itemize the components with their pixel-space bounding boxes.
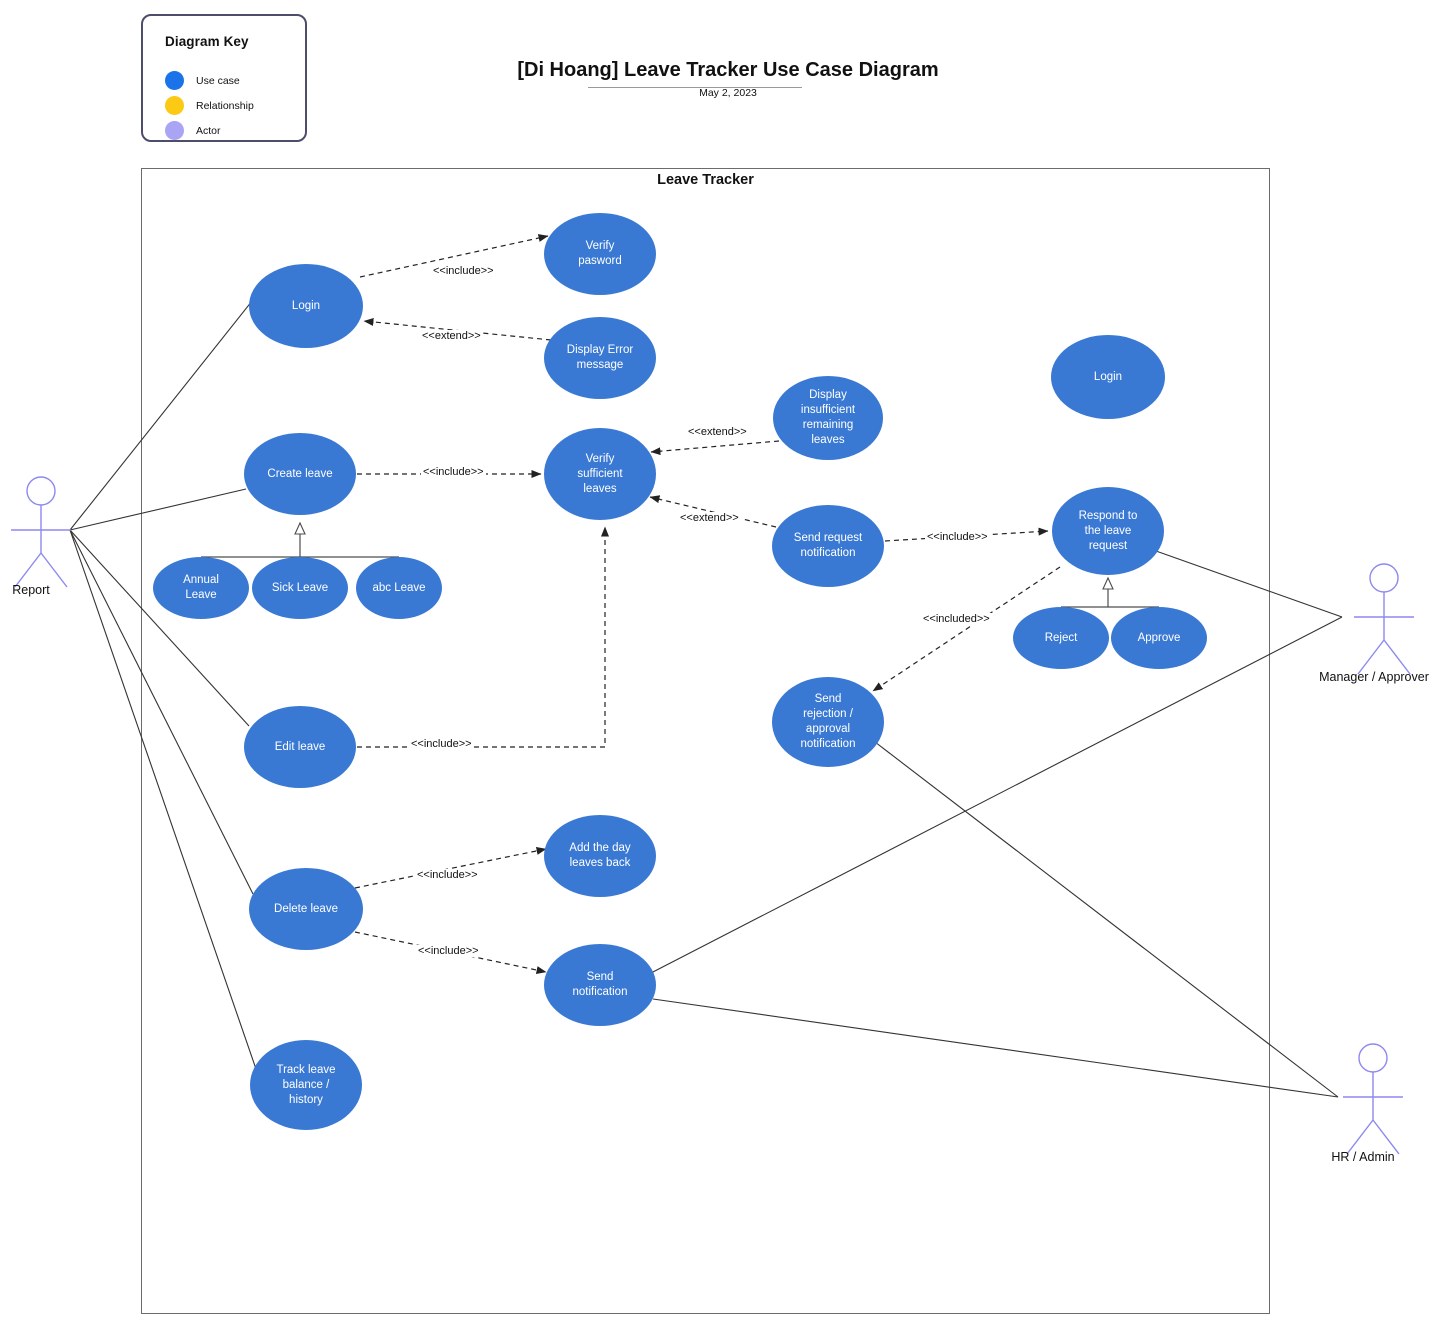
actor-stick-figure-icon	[11, 476, 71, 588]
legend-label-relationship: Relationship	[196, 99, 254, 112]
stereotype-delete-send-notification: <<include>>	[416, 945, 481, 957]
actor-hr-admin[interactable]: HR / Admin	[1331, 1042, 1413, 1164]
use-case-label: Display insufficient remaining leaves	[800, 389, 856, 446]
actor-report[interactable]: Report	[1, 475, 81, 597]
use-case-reject[interactable]: Reject	[1013, 607, 1109, 669]
actor-stick-figure-icon	[1354, 563, 1414, 675]
diagram-key-legend: Diagram Key Use case Relationship Actor	[141, 14, 307, 142]
stereotype-login-verify-password: <<include>>	[431, 265, 496, 277]
use-case-label: Sick Leave	[271, 581, 329, 594]
stereotype-send-request-extend: <<extend>>	[678, 512, 741, 524]
use-case-abc-leave[interactable]: abc Leave	[356, 557, 442, 619]
use-case-label: abc Leave	[372, 581, 426, 594]
use-case-label: Create leave	[267, 467, 333, 480]
system-boundary-label: Leave Tracker	[657, 172, 754, 188]
actor-label: Manager / Approver	[1319, 670, 1429, 684]
stereotype-send-rejection-included: <<included>>	[921, 613, 992, 625]
stereotype-display-insufficient-extend: <<extend>>	[686, 426, 749, 438]
use-case-send-notification[interactable]: Send notification	[544, 944, 656, 1026]
legend-label-use-case: Use case	[196, 74, 240, 87]
use-case-label: Delete leave	[274, 902, 338, 915]
use-case-send-request-notification[interactable]: Send request notification	[772, 505, 884, 587]
legend-item-actor: Actor	[165, 121, 221, 140]
use-case-label: Verify sufficient leaves	[577, 452, 623, 495]
use-case-approve[interactable]: Approve	[1111, 607, 1207, 669]
actor-label: HR / Admin	[1331, 1150, 1395, 1164]
use-case-label: Edit leave	[274, 740, 326, 753]
use-case-edit-leave[interactable]: Edit leave	[244, 706, 356, 788]
stereotype-delete-add-back: <<include>>	[415, 869, 480, 881]
use-case-display-error-message[interactable]: Display Error message	[544, 317, 656, 399]
use-case-label: Annual Leave	[183, 574, 219, 601]
use-case-label: Approve	[1137, 631, 1181, 644]
use-case-add-the-day-leaves-back[interactable]: Add the day leaves back	[544, 815, 656, 897]
legend-swatch-relationship	[165, 96, 184, 115]
use-case-send-rejection-approval-notification[interactable]: Send rejection / approval notification	[772, 677, 884, 767]
use-case-label: Send request notification	[793, 532, 863, 559]
use-case-track-leave-balance-history[interactable]: Track leave balance / history	[250, 1040, 362, 1130]
legend-item-relationship: Relationship	[165, 96, 254, 115]
use-case-verify-sufficient-leaves[interactable]: Verify sufficient leaves	[544, 428, 656, 520]
use-case-verify-password[interactable]: Verify pasword	[544, 213, 656, 295]
diagram-subtitle-date: May 2, 2023	[699, 87, 757, 99]
legend-label-actor: Actor	[196, 124, 221, 137]
use-case-label: Login	[1093, 370, 1123, 383]
diagram-title: [Di Hoang] Leave Tracker Use Case Diagra…	[517, 59, 939, 81]
legend-item-use-case: Use case	[165, 71, 240, 90]
legend-swatch-actor	[165, 121, 184, 140]
use-case-label: Send notification	[572, 971, 628, 998]
stereotype-create-leave-verify: <<include>>	[421, 466, 486, 478]
use-case-create-leave[interactable]: Create leave	[244, 433, 356, 515]
use-case-label: Respond to the leave request	[1078, 509, 1138, 552]
use-case-respond-to-leave-request[interactable]: Respond to the leave request	[1052, 487, 1164, 575]
stereotype-send-request-respond: <<include>>	[925, 531, 990, 543]
legend-title: Diagram Key	[165, 34, 249, 49]
use-case-sick-leave[interactable]: Sick Leave	[252, 557, 348, 619]
use-case-label: Track leave balance / history	[276, 1063, 336, 1106]
legend-swatch-use-case	[165, 71, 184, 90]
use-case-display-insufficient-remaining-leaves[interactable]: Display insufficient remaining leaves	[773, 376, 883, 460]
use-case-label: Verify pasword	[578, 240, 622, 267]
stereotype-display-error-login: <<extend>>	[420, 330, 483, 342]
use-case-annual-leave[interactable]: Annual Leave	[153, 557, 249, 619]
use-case-login-employee[interactable]: Login	[249, 264, 363, 348]
actor-stick-figure-icon	[1343, 1043, 1403, 1155]
use-case-label: Display Error message	[566, 344, 634, 371]
use-case-label: Login	[291, 299, 321, 312]
use-case-label: Add the day leaves back	[569, 842, 631, 869]
use-case-label: Reject	[1044, 631, 1078, 644]
use-case-delete-leave[interactable]: Delete leave	[249, 868, 363, 950]
actor-manager-approver[interactable]: Manager / Approver	[1319, 562, 1429, 684]
stereotype-edit-leave-verify: <<include>>	[409, 738, 474, 750]
use-case-label: Send rejection / approval notification	[800, 693, 856, 750]
title-underline-rule	[588, 87, 802, 88]
actor-label: Report	[12, 583, 50, 597]
use-case-login-manager[interactable]: Login	[1051, 335, 1165, 419]
